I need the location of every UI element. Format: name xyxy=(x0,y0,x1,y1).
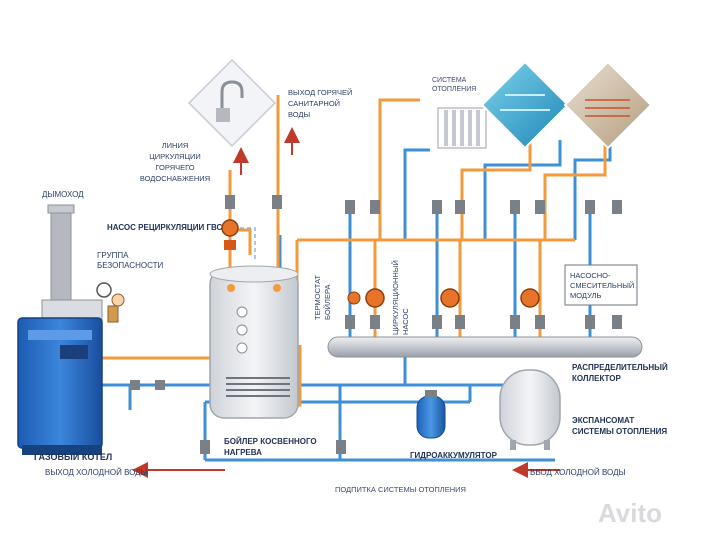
label-hot-recirc-1: ЛИНИЯ xyxy=(162,141,189,150)
hydro-accumulator xyxy=(416,390,446,439)
label-hot-recirc-4: ВОДОСНАБЖЕНИЯ xyxy=(140,174,210,183)
label-indirect-boiler-2: НАГРЕВА xyxy=(224,448,262,457)
recirc-dashed-line xyxy=(240,227,256,262)
label-expansion-1: ЭКСПАНСОМАТ xyxy=(572,416,634,425)
radiator xyxy=(437,107,487,149)
label-mixing-module-2: СМЕСИТЕЛЬНЫЙ xyxy=(570,281,634,290)
label-dhw-recirc-pump: НАСОС РЕЦИРКУЛЯЦИИ ГВС xyxy=(107,223,222,232)
label-circ-pump-2: НАСОС xyxy=(401,308,410,335)
label-manifold-2: КОЛЛЕКТОР xyxy=(572,374,621,383)
circulation-pumps xyxy=(221,219,540,308)
labels: ДЫМОХОД ГРУППА БЕЗОПАСНОСТИ ГАЗОВЫЙ КОТЕ… xyxy=(34,77,668,528)
warm-floor-image xyxy=(563,60,653,150)
gas-boiler xyxy=(17,204,103,455)
flow-arrows xyxy=(132,127,560,478)
label-chimney: ДЫМОХОД xyxy=(42,190,84,199)
pump-icon xyxy=(347,291,361,305)
faucet-image xyxy=(187,58,277,148)
mixing-module xyxy=(564,264,638,306)
label-circ-pump: ЦИРКУЛЯЦИОННЫЙ xyxy=(391,260,400,335)
label-indirect-boiler-1: БОЙЛЕР КОСВЕННОГО xyxy=(224,437,317,446)
pump-icon xyxy=(440,288,460,308)
dhw-pump-icon xyxy=(221,219,239,237)
label-hot-recirc-2: ЦИРКУЛЯЦИИ xyxy=(149,152,201,161)
pump-icon xyxy=(520,288,540,308)
label-safety-group-2: БЕЗОПАСНОСТИ xyxy=(97,261,163,270)
label-cold-water-in: ВВОД ХОЛОДНОЙ ВОДЫ xyxy=(530,468,626,477)
valves xyxy=(130,195,622,454)
indirect-boiler-tank xyxy=(209,265,299,419)
safety-group xyxy=(96,282,125,323)
label-boiler-thermostat: ТЕРМОСТАТ xyxy=(313,275,322,320)
label-hot-recirc-3: ГОРЯЧЕГО xyxy=(155,163,194,172)
label-boiler-thermostat-2: БОЙЛЕРА xyxy=(323,285,332,321)
label-cold-water-out: ВЫХОД ХОЛОДНОЙ ВОДЫ xyxy=(45,468,148,477)
label-heating-system-2: ОТОПЛЕНИЯ xyxy=(432,86,476,93)
pump-icon xyxy=(365,288,385,308)
label-hot-out-1: ВЫХОД ГОРЯЧЕЙ xyxy=(288,88,352,97)
label-gas-boiler: ГАЗОВЫЙ КОТЕЛ xyxy=(34,451,112,462)
label-safety-group: ГРУППА xyxy=(97,251,129,260)
avito-watermark: Avito xyxy=(598,498,662,528)
pool-image xyxy=(480,60,570,150)
label-hot-out-2: САНИТАРНОЙ xyxy=(288,99,340,108)
label-heating-makeup: ПОДПИТКА СИСТЕМЫ ОТОПЛЕНИЯ xyxy=(335,485,466,494)
label-heating-system-1: СИСТЕМА xyxy=(432,77,467,84)
label-manifold-1: РАСПРЕДЕЛИТЕЛЬНЫЙ xyxy=(572,363,668,372)
distribution-manifold xyxy=(327,336,643,358)
label-mixing-module-3: МОДУЛЬ xyxy=(570,291,602,300)
label-hot-out-3: ВОДЫ xyxy=(288,110,311,119)
expansion-vessel xyxy=(499,369,561,450)
label-expansion-2: СИСТЕМЫ ОТОПЛЕНИЯ xyxy=(572,427,667,436)
label-hydro-accumulator: ГИДРОАККУМУЛЯТОР xyxy=(410,451,498,460)
label-mixing-module-1: НАСОСНО- xyxy=(570,271,611,280)
